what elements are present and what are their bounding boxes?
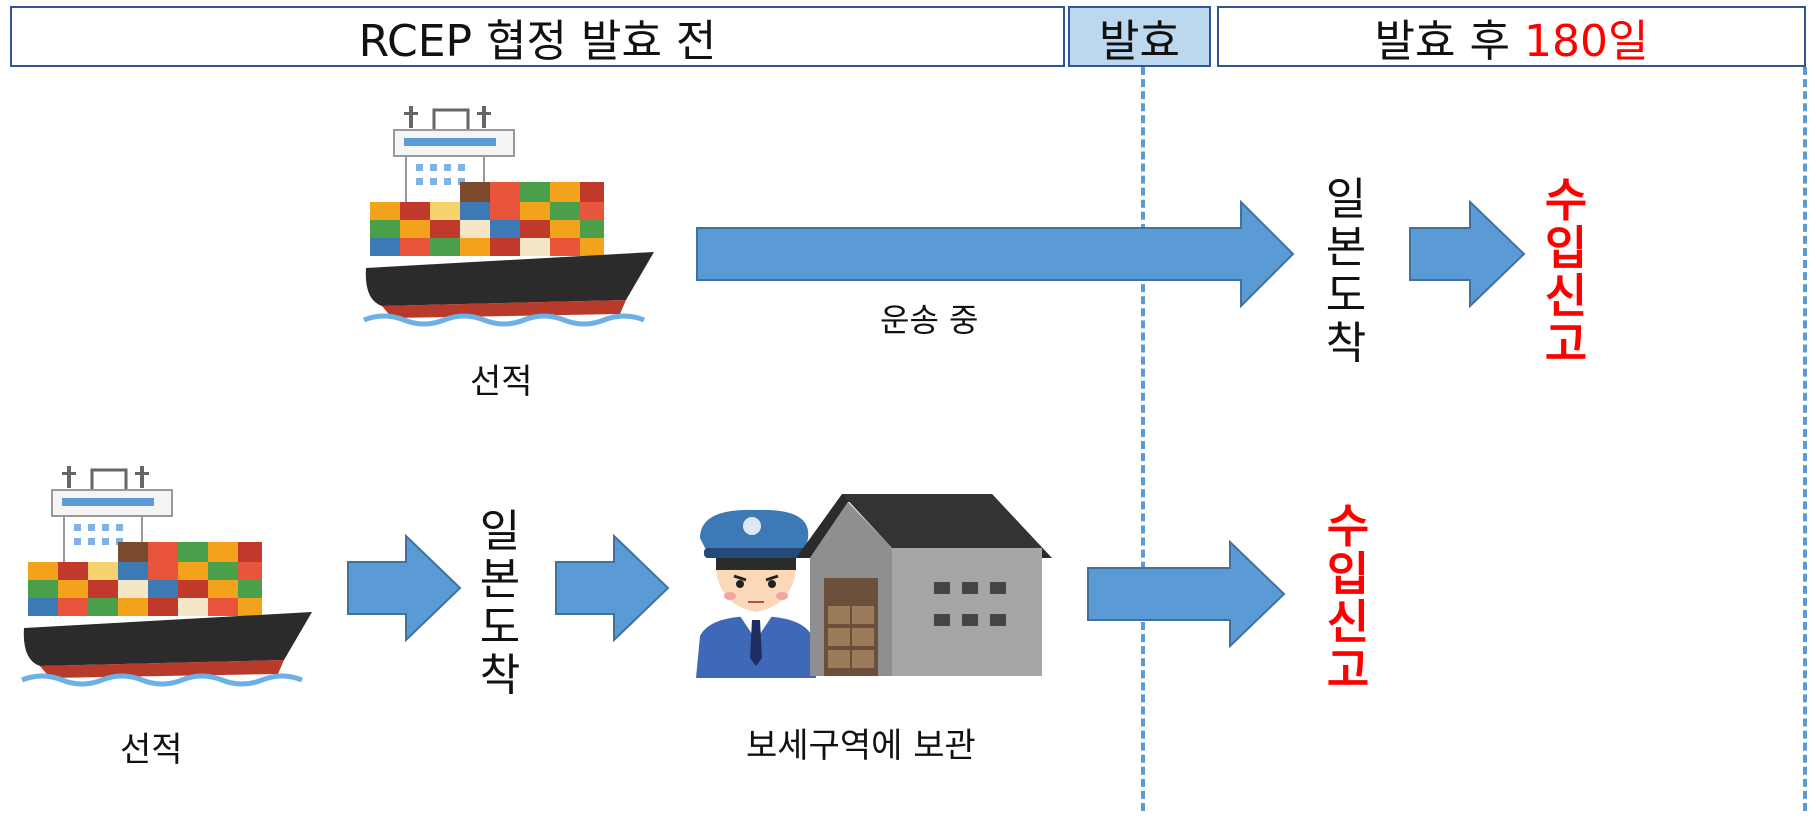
header-before-effective: RCEP 협정 발효 전 bbox=[10, 6, 1065, 67]
row1-arrival-char: 본 bbox=[1325, 222, 1367, 273]
row1-in-transit-label: 운송 중 bbox=[880, 301, 979, 339]
row2-arrow-to-storage bbox=[555, 533, 670, 643]
row2-arrival-char: 착 bbox=[479, 650, 521, 701]
container-ship-icon bbox=[363, 106, 654, 327]
row2-loading-label: 선적 bbox=[120, 730, 183, 770]
customs-officer-icon bbox=[696, 509, 816, 678]
row1-arrival-char: 착 bbox=[1325, 318, 1367, 369]
row1-transit-arrow bbox=[696, 199, 1295, 309]
row1-import-char: 입 bbox=[1544, 221, 1588, 275]
row1-import-arrow bbox=[1409, 199, 1526, 309]
row2-import-char: 고 bbox=[1326, 643, 1370, 697]
row1-arrival-japan: 일 본 도 착 bbox=[1316, 176, 1376, 368]
effective-date-divider bbox=[1141, 67, 1145, 811]
header-effective-label: 발효 bbox=[1099, 15, 1180, 67]
row2-arrival-char: 본 bbox=[479, 554, 521, 605]
row2-import-char: 수 bbox=[1326, 499, 1370, 553]
row1-import-declaration: 수 입 신 고 bbox=[1536, 176, 1596, 368]
row2-bonded-storage-label: 보세구역에 보관 bbox=[746, 726, 976, 766]
row2-import-char: 신 bbox=[1326, 595, 1370, 649]
row1-import-char: 수 bbox=[1544, 173, 1588, 227]
row1-loading-label: 선적 bbox=[470, 362, 533, 402]
deadline-divider bbox=[1803, 67, 1807, 811]
row1-import-char: 고 bbox=[1544, 317, 1588, 371]
row2-import-declaration: 수 입 신 고 bbox=[1318, 502, 1378, 694]
row2-import-char: 입 bbox=[1326, 547, 1370, 601]
row2-arrival-char: 도 bbox=[479, 602, 521, 653]
container-ship-icon bbox=[21, 466, 313, 687]
header-after-label: 발효 후 bbox=[1374, 15, 1524, 67]
header-after-effective: 발효 후 180일 bbox=[1217, 6, 1806, 67]
header-after-days: 180일 bbox=[1523, 15, 1649, 67]
bonded-warehouse-icon bbox=[796, 494, 1052, 676]
row2-arrival-char: 일 bbox=[479, 506, 521, 557]
row1-arrival-char: 도 bbox=[1325, 270, 1367, 321]
row2-import-arrow bbox=[1087, 539, 1286, 649]
row1-arrival-char: 일 bbox=[1325, 174, 1367, 225]
row2-arrival-japan: 일 본 도 착 bbox=[470, 508, 530, 700]
row2-arrow-to-arrival bbox=[347, 533, 462, 643]
header-effective: 발효 bbox=[1068, 6, 1211, 67]
header-before-label: RCEP 협정 발효 전 bbox=[358, 15, 717, 67]
row1-import-char: 신 bbox=[1544, 269, 1588, 323]
